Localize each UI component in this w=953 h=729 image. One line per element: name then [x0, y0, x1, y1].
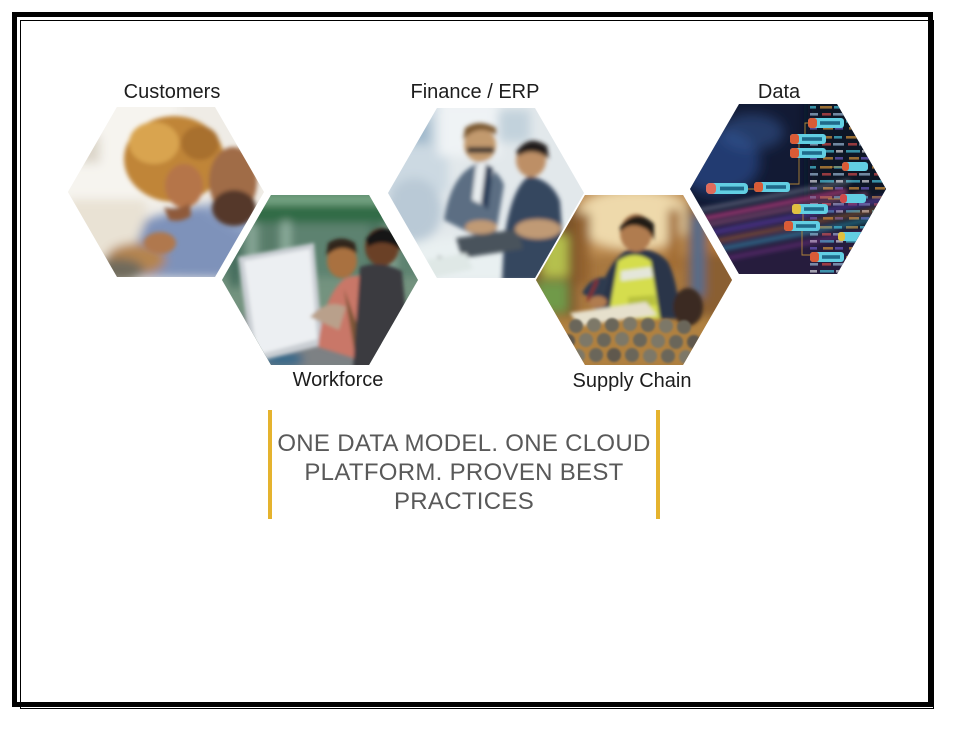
supply-chain-photo: [536, 195, 732, 365]
workforce-label: Workforce: [292, 369, 384, 391]
headline-accent-bar-left: [268, 410, 272, 519]
slide-outer-frame: [12, 12, 933, 707]
headline-accent-bar-right: [656, 410, 660, 519]
headline-line-1: ONE DATA MODEL. ONE CLOUD: [277, 430, 651, 457]
headline: ONE DATA MODEL. ONE CLOUD PLATFORM. PROV…: [272, 429, 656, 516]
slide-inner-frame: [20, 20, 934, 709]
customers-label: Customers: [123, 81, 221, 103]
headline-line-3: PRACTICES: [393, 488, 535, 515]
finance-erp-label: Finance / ERP: [410, 81, 540, 103]
supply-chain-hexagon: [536, 195, 732, 365]
headline-line-2: PLATFORM. PROVEN BEST: [304, 459, 624, 486]
supply-chain-label: Supply Chain: [572, 370, 692, 392]
data-label: Data: [757, 81, 801, 103]
